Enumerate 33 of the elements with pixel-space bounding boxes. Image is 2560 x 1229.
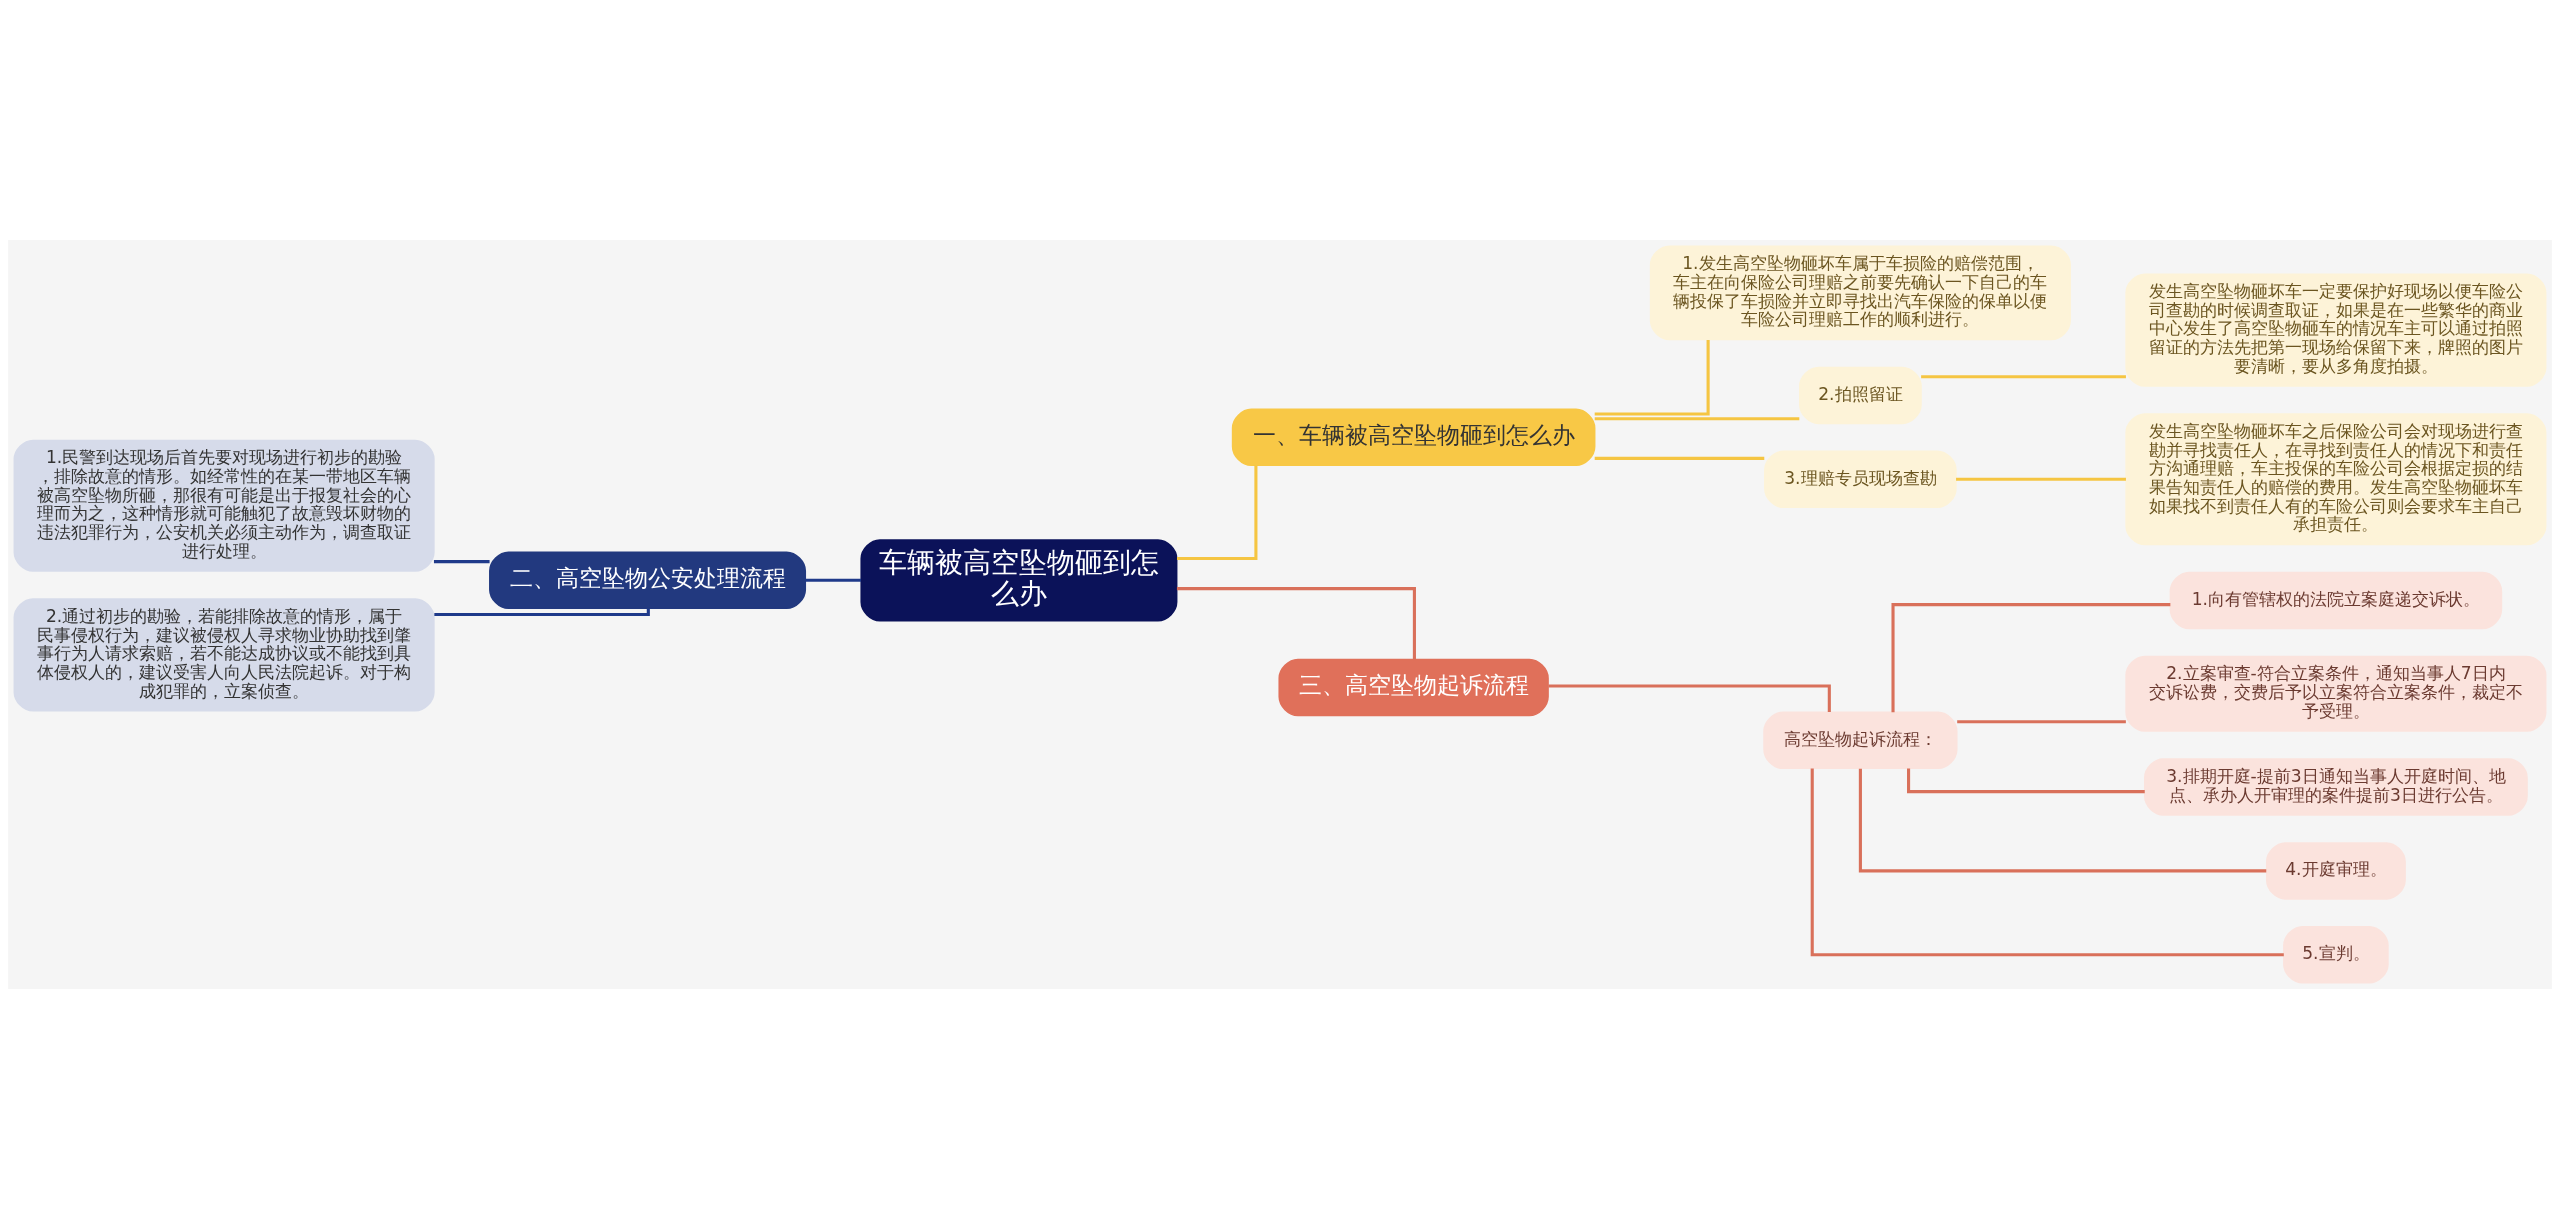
connector xyxy=(1594,456,1765,460)
connector xyxy=(1858,768,2267,873)
connector xyxy=(434,608,650,617)
node-box: 4.开庭审理。 xyxy=(2265,842,2406,900)
connector xyxy=(1548,684,1831,712)
connector xyxy=(1957,720,2126,724)
connector xyxy=(1907,768,2145,794)
connector xyxy=(1594,340,1710,416)
node-box: 2.拍照留证 xyxy=(1799,366,1922,425)
connector xyxy=(1891,603,2171,713)
node-box: 1.发生高空坠物砸坏车属于车损险的赔偿范围，车主在向保险公司理赔之前要先确认一下自己的车辆投保了车损险并立即寻找出汽车保险的保单以便车险公司理赔工作的顺利进行。 xyxy=(1649,245,2071,341)
connector xyxy=(433,560,490,564)
node-box: 5.宣判。 xyxy=(2283,926,2389,984)
node-box: 高空坠物起诉流程： xyxy=(1763,711,1958,770)
node-box: 3.理赔专员现场查勘 xyxy=(1764,450,1957,509)
node-box: 二、高空坠物公安处理流程 xyxy=(489,551,807,610)
connector xyxy=(1177,465,1258,561)
node-box: 1.向有管辖权的法院立案庭递交诉状。 xyxy=(2169,571,2503,630)
node-box: 1.民警到达现场后首先要对现场进行初步的勘验，排除故意的情形。如经常性的在某一带地区车辆被高空坠物所砸，那很有可能是出于报复社会的心理而为之，这种情形就可能触犯了故意毁坏财物的违法犯罪行为，公安机关必须主动作为，调查取证进行处理。 xyxy=(13,439,435,572)
node-box: 发生高空坠物砸坏车之后保险公司会对现场进行查勘并寻找责任人，在寻找到责任人的情况下和责任方沟通理赔，车主投保的车险公司会根据定损的结果告知责任人的赔偿的费用。发生高空坠物砸坏车如果找不到责任人有的车险公司则会要求车主自己承担责任。 xyxy=(2125,413,2547,546)
node-box: 三、高空坠物起诉流程 xyxy=(1278,658,1549,717)
connector xyxy=(1956,477,2126,481)
node-box: 一、车辆被高空坠物砸到怎么办 xyxy=(1231,408,1596,467)
node-box: 车辆被高空坠物砸到怎么办 xyxy=(860,539,1178,622)
node-box: 发生高空坠物砸坏车一定要保护好现场以便车险公司查勘的时候调查取证，如果是在一些繁华的商业中心发生了高空坠物砸车的情况车主可以通过拍照留证的方法先把第一现场给保留下来，牌照的图片要清晰，要从多角度拍摄。 xyxy=(2125,273,2547,387)
connector xyxy=(1921,375,2126,379)
connector xyxy=(805,578,862,582)
connector xyxy=(1176,587,1416,660)
node-box: 3.排期开庭-提前3日通知当事人开庭时间、地点、承办人开审理的案件提前3日进行公告。 xyxy=(2144,758,2528,816)
connector xyxy=(1810,768,2284,957)
node-box: 2.立案审查-符合立案条件，通知当事人7日内交诉讼费，交费后予以立案符合立案条件，裁定不予受理。 xyxy=(2125,655,2547,732)
connector xyxy=(1594,417,1800,421)
node-box: 2.通过初步的勘验，若能排除故意的情形，属于民事侵权行为，建议被侵权人寻求物业协助找到肇事行为人请求索赔，若不能达成协议或不能找到具体侵权人的，建议受害人向人民法院起诉。对于构成犯罪的，立案侦查。 xyxy=(13,598,435,712)
